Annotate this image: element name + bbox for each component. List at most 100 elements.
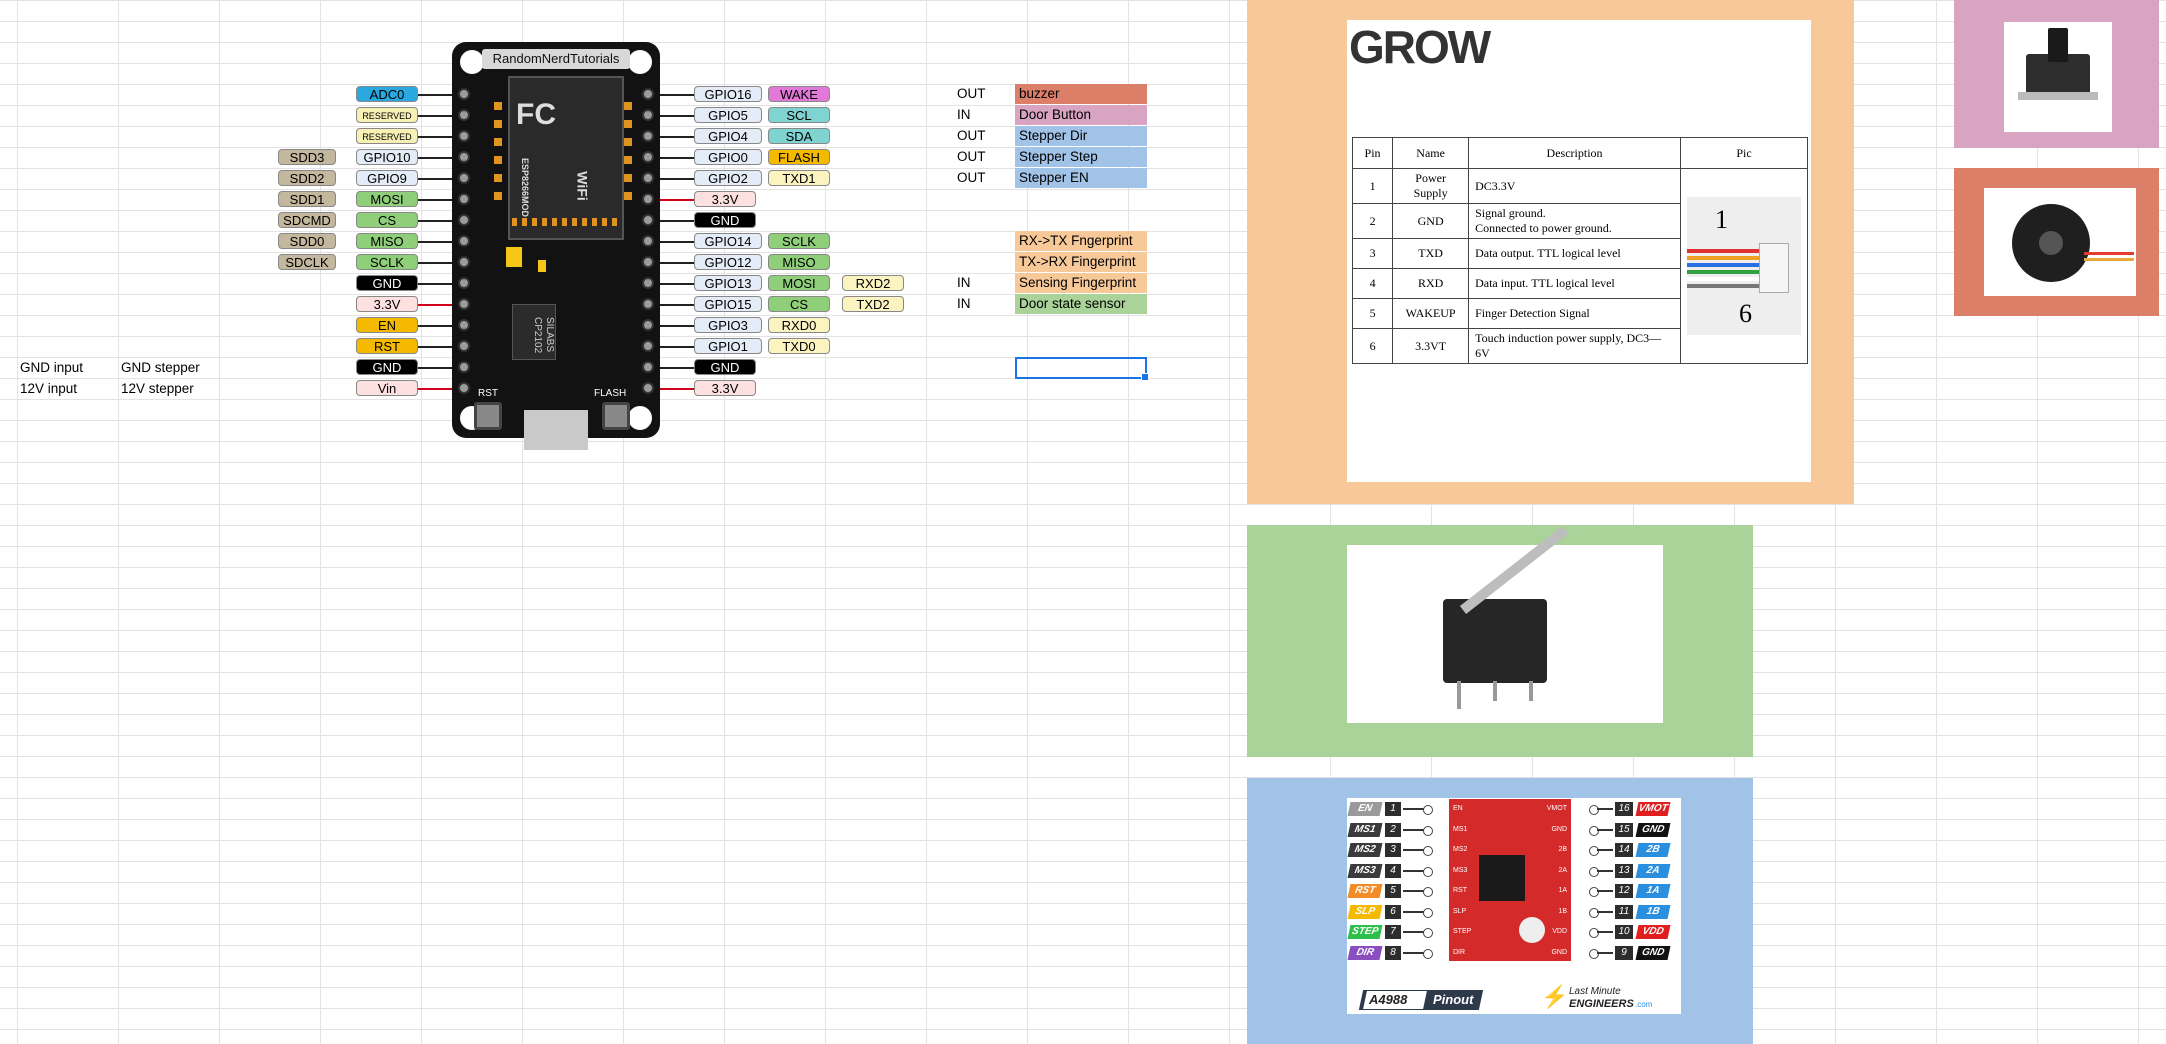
pin-label-left: SDCMD [278,212,336,228]
function-cell[interactable]: RX->TX Fngerprint [1015,231,1147,251]
a4988-left-num: 8 [1385,945,1401,960]
brand-top: Last Minute [1569,986,1621,997]
fp-pic-top: 1 [1715,205,1728,234]
function-cell[interactable]: Door state sensor [1015,294,1147,314]
pin-label-left: MOSI [356,191,418,207]
header-pin [458,172,470,184]
header-pin [458,130,470,142]
a4988-left-num: 1 [1385,802,1401,816]
direction-cell[interactable]: IN [957,107,971,122]
cell-gnd-stepper[interactable]: GND stepper [121,360,200,375]
rst-label: RST [478,388,498,399]
fp-name: TXD [1392,238,1470,269]
mount-hole [628,50,652,74]
fp-desc: Signal ground. Connected to power ground… [1468,203,1681,239]
flash-button [602,402,630,430]
pin-label-right: GPIO5 [694,107,762,123]
a4988-left-lead [1403,890,1425,892]
pin-label-right: WAKE [768,86,830,102]
fill-handle[interactable] [1141,373,1149,381]
a4988-board-label-right: 2B [1558,846,1567,853]
header-pin [458,319,470,331]
microswitch-image [1347,526,1663,723]
a4988-right-num: 14 [1615,843,1633,857]
pin-label-right: 3.3V [694,380,756,396]
antenna-pad [624,192,632,200]
direction-cell[interactable]: OUT [957,128,986,143]
pin-connector [648,388,696,390]
function-cell[interactable]: Stepper Dir [1015,126,1147,146]
cell-12v-stepper[interactable]: 12V stepper [121,381,194,396]
direction-cell[interactable]: OUT [957,86,986,101]
function-cell[interactable]: Stepper EN [1015,168,1147,188]
a4988-right-label: VDD [1635,925,1671,939]
antenna-pad [494,156,502,164]
header-pin [458,193,470,205]
header-pin [458,214,470,226]
a4988-right-lead [1597,828,1613,831]
pin-connector [418,388,464,390]
a4988-board-label-right: VDD [1552,928,1567,935]
pin-connector [418,304,464,306]
header-pin [642,214,654,226]
usb-chip: SILABS CP2102 [512,304,556,360]
pin-label-left: MISO [356,233,418,249]
fp-pin: 5 [1351,298,1394,329]
direction-cell[interactable]: IN [957,275,971,290]
pin-label-right: TXD0 [768,338,830,354]
cell-gnd-input[interactable]: GND input [20,360,84,375]
pin-connector [418,178,464,180]
function-cell[interactable]: Sensing Fingerprint [1015,273,1147,293]
pin-connector [418,199,464,201]
direction-cell[interactable]: OUT [957,149,986,164]
function-cell[interactable]: Stepper Step [1015,147,1147,167]
antenna-pad [512,218,517,226]
function-cell[interactable]: TX->RX Fingerprint [1015,252,1147,272]
a4988-right-lead [1597,951,1613,954]
a4988-left-dot [1423,825,1433,836]
antenna-pad [624,102,632,110]
header-pin [458,277,470,289]
function-cell[interactable]: buzzer [1015,84,1147,104]
header-pin [458,151,470,163]
a4988-left-lead [1403,869,1425,872]
antenna-pad [552,218,557,226]
pin-connector [648,220,696,222]
a4988-right-label: 1B [1635,904,1671,919]
pin-connector [418,115,464,117]
cell-12v-input[interactable]: 12V input [20,381,78,396]
antenna-pad [562,218,567,226]
header-pin [642,298,654,310]
direction-cell[interactable]: IN [957,296,971,311]
a4988-right-label: VMOT [1635,802,1671,816]
a4988-left-dot [1423,887,1433,897]
pin-label-left: GND [356,275,418,291]
pin-connector [648,115,696,117]
a4988-board-label-left: STEP [1453,928,1472,935]
a4988-board-label-left: RST [1453,887,1467,894]
function-cell[interactable]: Door Button [1015,105,1147,125]
selected-cell[interactable] [1015,357,1149,381]
header-pin [642,193,654,205]
col-name: Name [1392,137,1470,169]
header-pin [458,88,470,100]
a4988-board-label-right: GND [1551,948,1567,956]
a4988-title: A4988 [1369,992,1408,1007]
a4988-right-num: 10 [1615,925,1633,939]
pin-label-left: SDD0 [278,233,336,249]
a4988-board-label-right: VMOT [1546,805,1567,812]
esp-shield: FC WiFi ESP8266MOD [508,76,624,240]
pin-label-left: RST [356,338,418,354]
fp-desc: Finger Detection Signal [1468,298,1681,329]
pin-connector [648,136,696,138]
pin-connector [418,283,464,285]
pin-label-right: MISO [768,254,830,270]
pin-connector [418,136,464,138]
pin-label-left: CS [356,212,418,228]
direction-cell[interactable]: OUT [957,170,986,185]
pin-label-left: RESERVED [356,107,418,123]
pin-label-left: EN [356,317,418,333]
